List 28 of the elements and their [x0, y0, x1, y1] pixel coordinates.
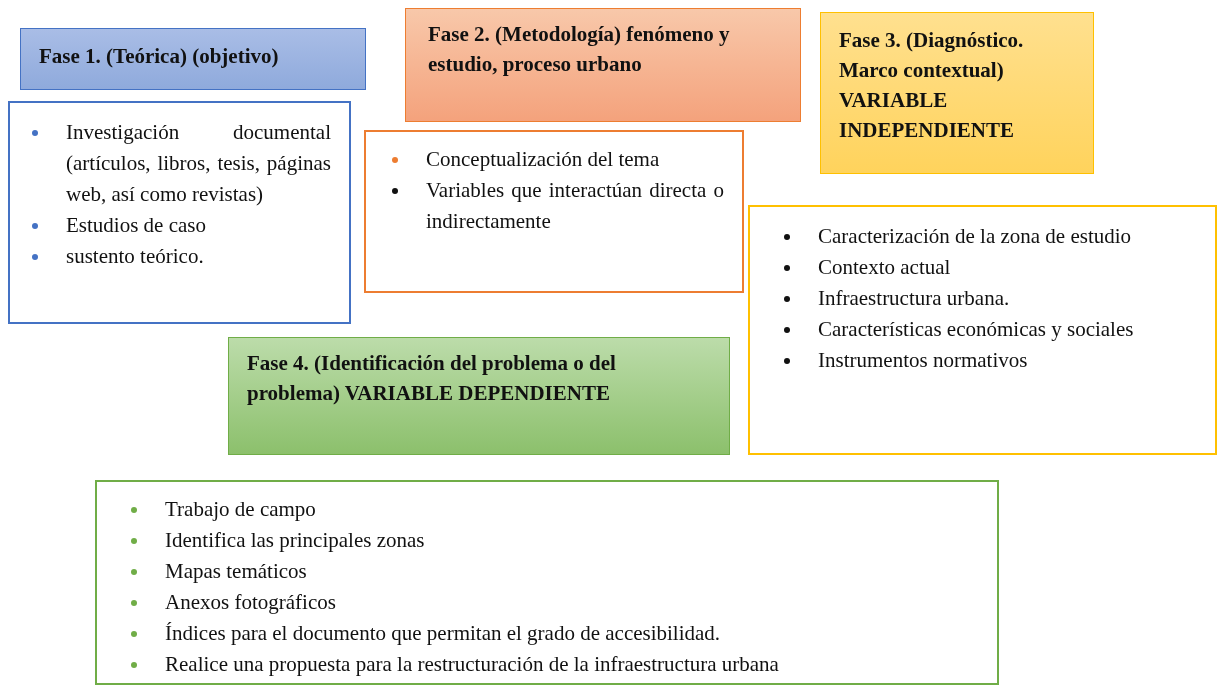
bullet-list-box — [748, 205, 1217, 455]
phase-title: Fase 4. (Identificación del problema o del problema) VARIABLE DEPENDIENTE — [247, 350, 617, 407]
phase-title: Fase 2. (Metodología) fenómeno y estudio, proceso urbano — [428, 21, 731, 78]
list-item-text: Características económicas y sociales — [818, 316, 1135, 343]
phase-header-box — [228, 337, 730, 455]
list-item-text: Mapas temáticos — [165, 558, 308, 585]
bullet-list-box — [8, 101, 351, 324]
phase-header-box — [820, 12, 1094, 174]
list-item-text: Conceptualización del tema — [426, 146, 661, 173]
list-item-text: Identifica las principales zonas — [165, 527, 426, 554]
phase-header-box — [405, 8, 801, 122]
bullet-list-box — [364, 130, 744, 293]
phase-title: Fase 3. (Diagnóstico. Marco contextual) VARIABLE INDEPENDIENTE — [839, 27, 1025, 144]
list-item-text: Trabajo de campo — [165, 496, 317, 523]
list-item-text: Caracterización de la zona de estudio — [818, 223, 1133, 250]
list-item-text: Investigación documental (artículos, libros, tesis, páginas web, así como revistas) — [66, 119, 331, 208]
list-item-text: sustento teórico. — [66, 243, 205, 270]
list-item-text: Infraestructura urbana. — [818, 285, 1011, 312]
phase-header-box — [20, 28, 366, 90]
list-item-text: Índices para el documento que permitan el grado de accesibilidad. — [165, 620, 722, 647]
list-item-text: Contexto actual — [818, 254, 952, 281]
bullet-list-box — [95, 480, 999, 685]
list-item-text: Estudios de caso — [66, 212, 207, 239]
phase-title: Fase 1. (Teórica) (objetivo) — [39, 43, 280, 70]
list-item-text: Realice una propuesta para la restructuración de la infraestructura urbana — [165, 651, 780, 678]
list-item-text: Anexos fotográficos — [165, 589, 337, 616]
list-item-text: Variables que interactúan directa o indirectamente — [426, 177, 724, 235]
list-item-text: Instrumentos normativos — [818, 347, 1029, 374]
